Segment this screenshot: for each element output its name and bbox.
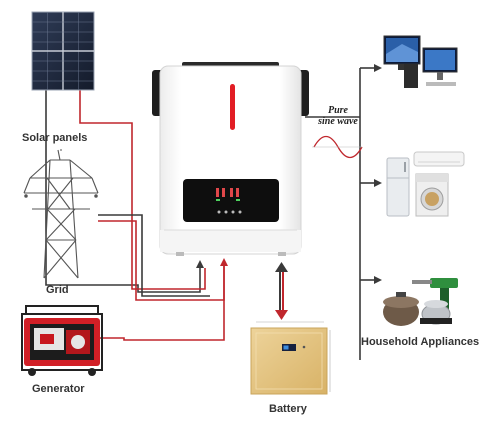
grid-label: Grid	[46, 284, 69, 296]
inverter-unit	[152, 62, 309, 256]
washing-machine-icon	[415, 173, 449, 217]
fridge-icon	[386, 157, 410, 217]
drill-icon	[412, 278, 458, 310]
generator-label: Generator	[32, 383, 85, 395]
battery-icon	[250, 321, 331, 395]
solar-input-arrow	[196, 260, 204, 268]
air-conditioner-icon	[413, 151, 465, 167]
generator-icon	[21, 305, 103, 376]
household-appliances-label: Household Appliances	[361, 336, 480, 348]
wave-label-line2: sine wave	[318, 116, 358, 127]
accent-bar	[230, 84, 235, 130]
wires	[45, 68, 361, 360]
output-bus	[305, 68, 361, 360]
battery-label: Battery	[269, 403, 307, 415]
grid-input-arrow	[220, 258, 228, 266]
solar-panel-icon	[31, 11, 95, 91]
computer-icon	[404, 47, 458, 88]
pressure-cooker-icon	[420, 300, 452, 325]
inverter-display	[183, 179, 279, 222]
solar-panels-label: Solar panels	[22, 132, 88, 144]
rice-cooker-icon	[383, 292, 419, 326]
tv-icon	[383, 35, 421, 70]
generator-wire-red	[96, 264, 225, 341]
solar-wire-red	[79, 90, 206, 290]
pure-sine-wave-label: Pure sine wave	[312, 105, 364, 127]
grid-wire-dark	[98, 214, 210, 297]
wave-label-line1: Pure	[328, 105, 348, 116]
battery-link-arrow	[275, 262, 288, 320]
transmission-tower-icon	[23, 149, 99, 279]
output-arrows	[360, 64, 382, 284]
